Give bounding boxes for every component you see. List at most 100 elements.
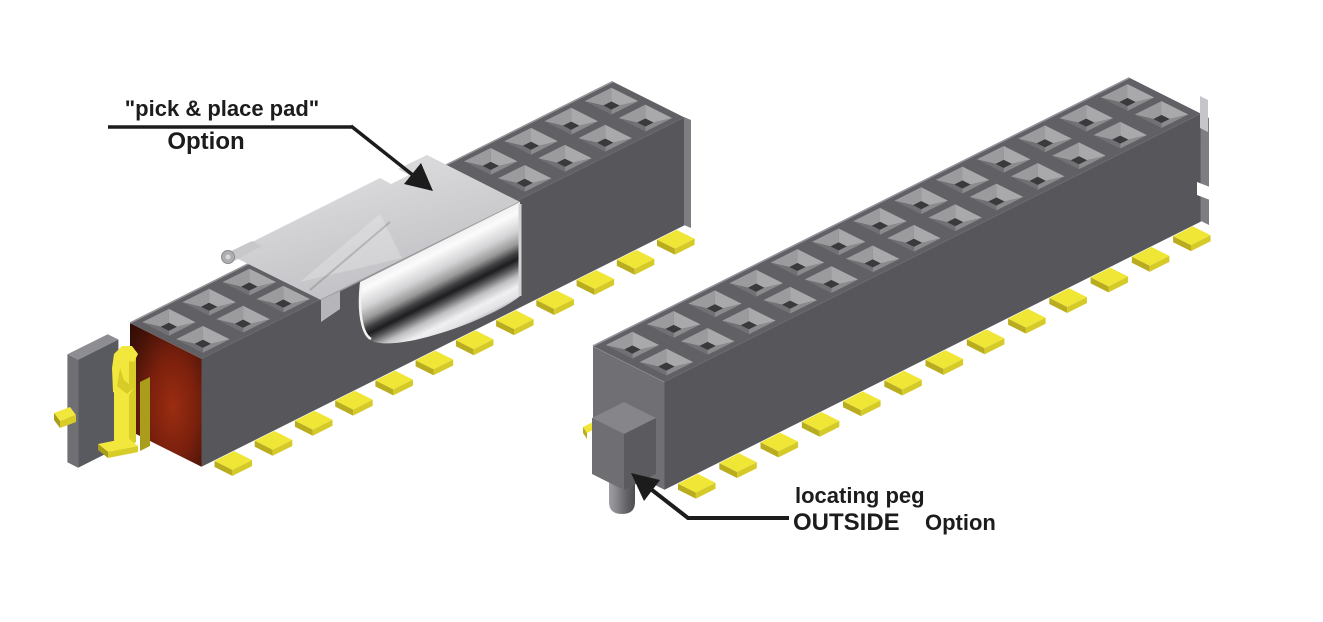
smt-pad-top <box>254 431 293 450</box>
socket-hole <box>864 259 881 268</box>
socket-wall <box>571 107 598 126</box>
socket-wall <box>639 348 667 367</box>
socket-wall <box>853 221 880 235</box>
socket-wall <box>1127 97 1155 111</box>
end-notch <box>1197 182 1210 200</box>
top-face <box>593 77 1201 382</box>
socket-hole <box>706 304 723 313</box>
smt-pad-end <box>634 258 655 275</box>
socket-wall <box>1086 104 1114 123</box>
smt-pad-end <box>1108 276 1129 293</box>
socket-wall <box>845 245 873 264</box>
socket-wall <box>645 118 673 132</box>
socket-wall <box>605 345 633 359</box>
socket-wall <box>243 305 270 324</box>
socket-wall <box>969 183 997 202</box>
socket-hole <box>988 197 1005 206</box>
socket-wall <box>921 200 948 215</box>
smt-pad-top <box>966 329 1005 349</box>
socket-wall <box>176 339 203 353</box>
left-connector <box>54 80 695 476</box>
socket-wall <box>490 161 518 175</box>
socket-wall <box>1161 101 1189 119</box>
smt-pad-end <box>272 440 293 456</box>
smt-pad-top <box>678 473 716 493</box>
socket-wall <box>605 124 632 143</box>
socket-wall <box>544 107 572 126</box>
end-face-sliver <box>684 117 691 228</box>
socket-hole <box>1070 156 1087 165</box>
socket-wall <box>256 285 284 304</box>
contact-pad-side <box>54 413 60 428</box>
socket-wall <box>1003 146 1031 164</box>
contact-foot-top <box>98 438 138 452</box>
smt-pad-top <box>1090 267 1129 287</box>
socket-wall <box>913 224 941 243</box>
smt-pad-side <box>719 463 738 478</box>
socket-wall <box>845 258 873 273</box>
arrowhead-to-peg <box>631 473 660 501</box>
smt-pad-side <box>375 380 394 396</box>
pick-place-pad-clip <box>221 155 522 344</box>
socket-wall <box>680 328 708 346</box>
front-face <box>664 113 1201 490</box>
socket-wall <box>763 300 791 314</box>
smt-pad-side <box>1049 298 1068 313</box>
socket-wall <box>880 221 907 235</box>
smt-pad-end <box>514 319 534 336</box>
smt-pad-side <box>657 239 675 255</box>
smt-pad-top <box>1131 246 1170 266</box>
socket-wall <box>804 266 832 284</box>
socket-hole <box>597 138 614 147</box>
contact-foot-side <box>98 444 108 458</box>
smt-pad-top <box>1049 288 1087 307</box>
socket-wall <box>1120 135 1147 149</box>
socket-wall <box>497 165 525 183</box>
contact-tail <box>140 377 150 451</box>
socket-wall <box>838 228 866 247</box>
pick-place-annotation: "pick & place pad" Option <box>108 96 433 191</box>
socket-wall <box>1093 135 1121 149</box>
socket-wall <box>646 324 674 338</box>
clip-top-panel <box>228 155 520 300</box>
socket-wall <box>463 148 491 166</box>
smt-pad-side <box>576 279 595 295</box>
smt-pad-side <box>843 401 861 417</box>
socket-wall <box>921 187 948 206</box>
smt-pad-side <box>678 483 696 499</box>
smt-pad-end <box>353 399 373 416</box>
smt-pad-end <box>778 441 799 458</box>
socket-hole <box>516 178 533 187</box>
smt-pad-side <box>536 300 555 315</box>
socket-wall <box>928 204 956 223</box>
smt-pad-side <box>335 400 354 416</box>
pick-place-label-line1: "pick & place pad" <box>125 96 319 121</box>
socket-wall <box>831 266 859 284</box>
socket-wall <box>222 268 250 287</box>
socket-wall <box>680 341 708 355</box>
socket-wall <box>1045 125 1072 144</box>
socket-wall <box>1059 104 1087 123</box>
socket-wall <box>202 339 230 353</box>
socket-wall <box>605 331 633 350</box>
socket-wall <box>722 320 749 335</box>
socket-hole <box>1029 176 1046 185</box>
socket-wall <box>714 290 742 309</box>
socket-wall <box>564 144 592 163</box>
socket-wall <box>1093 121 1121 140</box>
smt-pad-top <box>925 350 964 369</box>
socket-wall <box>955 204 982 223</box>
socket-wall <box>1079 155 1106 170</box>
socket-wall <box>790 286 817 305</box>
socket-wall <box>688 303 715 318</box>
socket-wall <box>524 165 552 183</box>
socket-wall <box>645 104 673 123</box>
socket-hole <box>603 101 620 110</box>
smt-pad-side <box>214 461 233 476</box>
smt-pad-end <box>737 462 757 478</box>
socket-wall <box>249 268 277 287</box>
socket-wall <box>538 144 565 163</box>
socket-hole <box>194 339 211 348</box>
socket-wall <box>538 158 565 172</box>
